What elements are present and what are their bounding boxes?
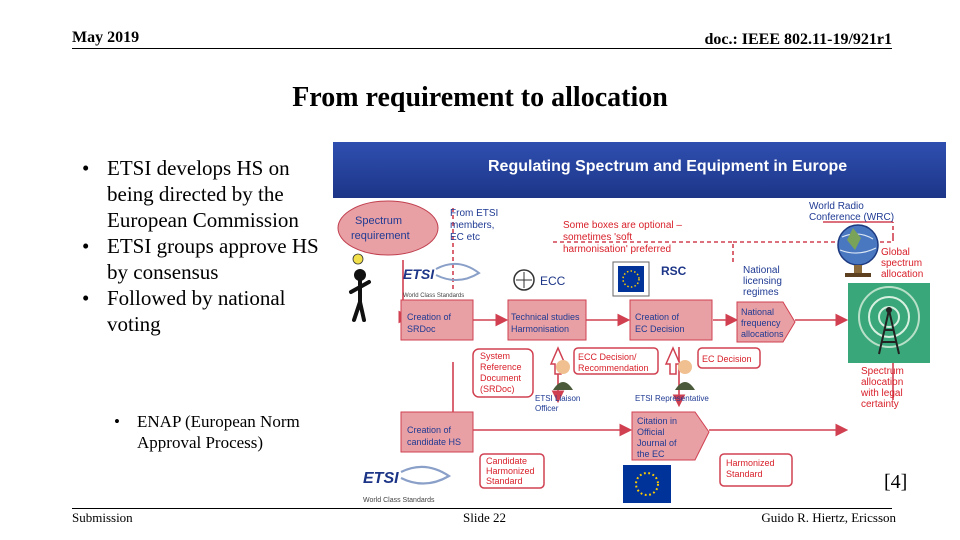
svg-text:ETSI: ETSI [363,470,399,487]
rsc-label: RSC [661,264,687,278]
diagram-label: SRDoc [407,324,436,334]
diagram-label: EC etc [450,232,480,243]
diagram-label: Spectrum [861,366,904,377]
etsi-logo-top: ETSI World Class Standards [403,262,481,299]
eu-flag-icon [612,261,650,297]
diagram-label: EC Decision [702,354,752,364]
diagram-label: candidate HS [407,437,461,447]
diagram-label: licensing [743,276,782,287]
bullet-item: ETSI groups approve HS by consensus [82,233,322,285]
diagram-label: Official [637,427,664,437]
diagram-label: ETSI Liaison [535,394,580,403]
diagram-label: Harmonisation [511,324,569,334]
diagram-banner [333,142,946,198]
svg-text:Spectrum: Spectrum [355,215,402,227]
bullet-list: ETSI develops HS on being directed by th… [82,155,322,337]
diagram-label: EC Decision [635,324,685,334]
slide-title: From requirement to allocation [292,82,668,113]
diagram-label: Candidate [486,456,527,466]
person-icon [675,360,695,390]
footer-divider [72,508,892,509]
diagram-label: Standard [726,469,763,479]
citation-ojec-box [631,411,710,461]
eu-flag-icon [623,465,671,503]
ecc-decision-box [573,347,659,375]
diagram-label: Standard [486,476,523,486]
candidate-hs-doc-box [479,453,545,489]
srdoc-doc-box [472,348,534,398]
diagram-label: frequency [741,318,781,328]
diagram-label: National [741,307,774,317]
diagram-label: allocation [861,377,903,388]
diagram-banner-title: Regulating Spectrum and Equipment in Eur… [488,158,847,175]
diagram-label: ETSI Representative [635,394,709,403]
diagram-label: requirement [351,230,410,242]
diagram-label: Spectrum [355,215,402,227]
diagram-label: Reference [480,362,522,372]
diagram-label: ECC Decision/ [578,352,637,362]
diagram-label: Creation of [407,312,452,322]
diagram-label: Recommendation [578,363,649,373]
creation-candidate-hs-box [400,411,474,453]
header-divider [72,48,892,49]
diagram-label: (SRDoc) [480,384,515,394]
radio-tower-icon [848,283,930,363]
footer-author: Guido R. Hiertz, Ericsson [761,510,896,525]
diagram-note: Some boxes are optional – [563,220,682,231]
technical-studies-box [507,299,587,341]
diagram-label: World Radio [809,201,864,212]
diagram-label: Conference (WRC) [809,212,894,223]
diagram-label: Officer [535,404,559,413]
bullet-item: ETSI develops HS on being directed by th… [82,155,322,233]
diagram-label: Global [881,247,910,258]
diagram-label: members, [450,220,494,231]
globe-icon [837,224,879,277]
diagram-label: the EC [637,449,665,459]
footer-slide-number: Slide 22 [463,510,506,525]
diagram-label: From ETSI [450,208,498,219]
diagram-label: Creation of [635,312,680,322]
diagram-label: Journal of [637,438,677,448]
creation-srdoc-box [400,299,474,341]
svg-text:World Class Standards: World Class Standards [363,497,435,504]
diagram-label: Harmonized [726,458,775,468]
diagram-label: Harmonized [486,466,535,476]
diagram-label: with legal [860,388,903,399]
diagram-label: Technical studies [511,312,580,322]
sub-bullet-item: ENAP (European Norm Approval Process) [112,411,302,453]
svg-text:ETSI: ETSI [403,266,435,282]
creation-ec-decision-box [629,299,713,341]
diagram-label: allocations [741,329,784,339]
person-icon [553,360,573,390]
diagram-label: Creation of [407,425,452,435]
etsi-logo-bottom: ETSI World Class Standards [363,465,452,504]
ecc-label: ECC [540,274,566,288]
diagram-label: spectrum [881,258,922,269]
footer-submission: Submission [72,510,133,525]
ecc-logo [513,269,535,291]
person-idea-icon [349,253,371,322]
diagram-label: Document [480,373,522,383]
ec-decision-box [697,347,761,369]
header-doc-id: doc.: IEEE 802.11-19/921r1 [704,31,892,48]
reference-label: [4] [884,471,908,493]
spectrum-regulation-diagram: Regulating Spectrum and Equipment in Eur… [333,142,946,507]
diagram-label: Citation in [637,416,677,426]
svg-text:World Class Standards: World Class Standards [403,293,464,299]
bullet-item: Followed by national voting [82,285,322,337]
diagram-note: sometimes 'soft [563,232,632,243]
harmonized-standard-box [719,453,793,487]
sub-bullet-list: ENAP (European Norm Approval Process) [112,411,302,453]
diagram-label: regimes [743,287,779,298]
diagram-note: harmonisation' preferred [563,244,671,255]
svg-text:requirement: requirement [351,230,410,242]
national-frequency-box [736,301,796,343]
diagram-label: National [743,265,780,276]
diagram-label: System [480,351,510,361]
diagram-label: certainty [861,399,899,410]
header-date: May 2019 [72,29,140,46]
up-arrow-icon [664,346,682,375]
diagram-label: allocation [881,269,923,280]
spectrum-requirement-node [337,200,439,256]
